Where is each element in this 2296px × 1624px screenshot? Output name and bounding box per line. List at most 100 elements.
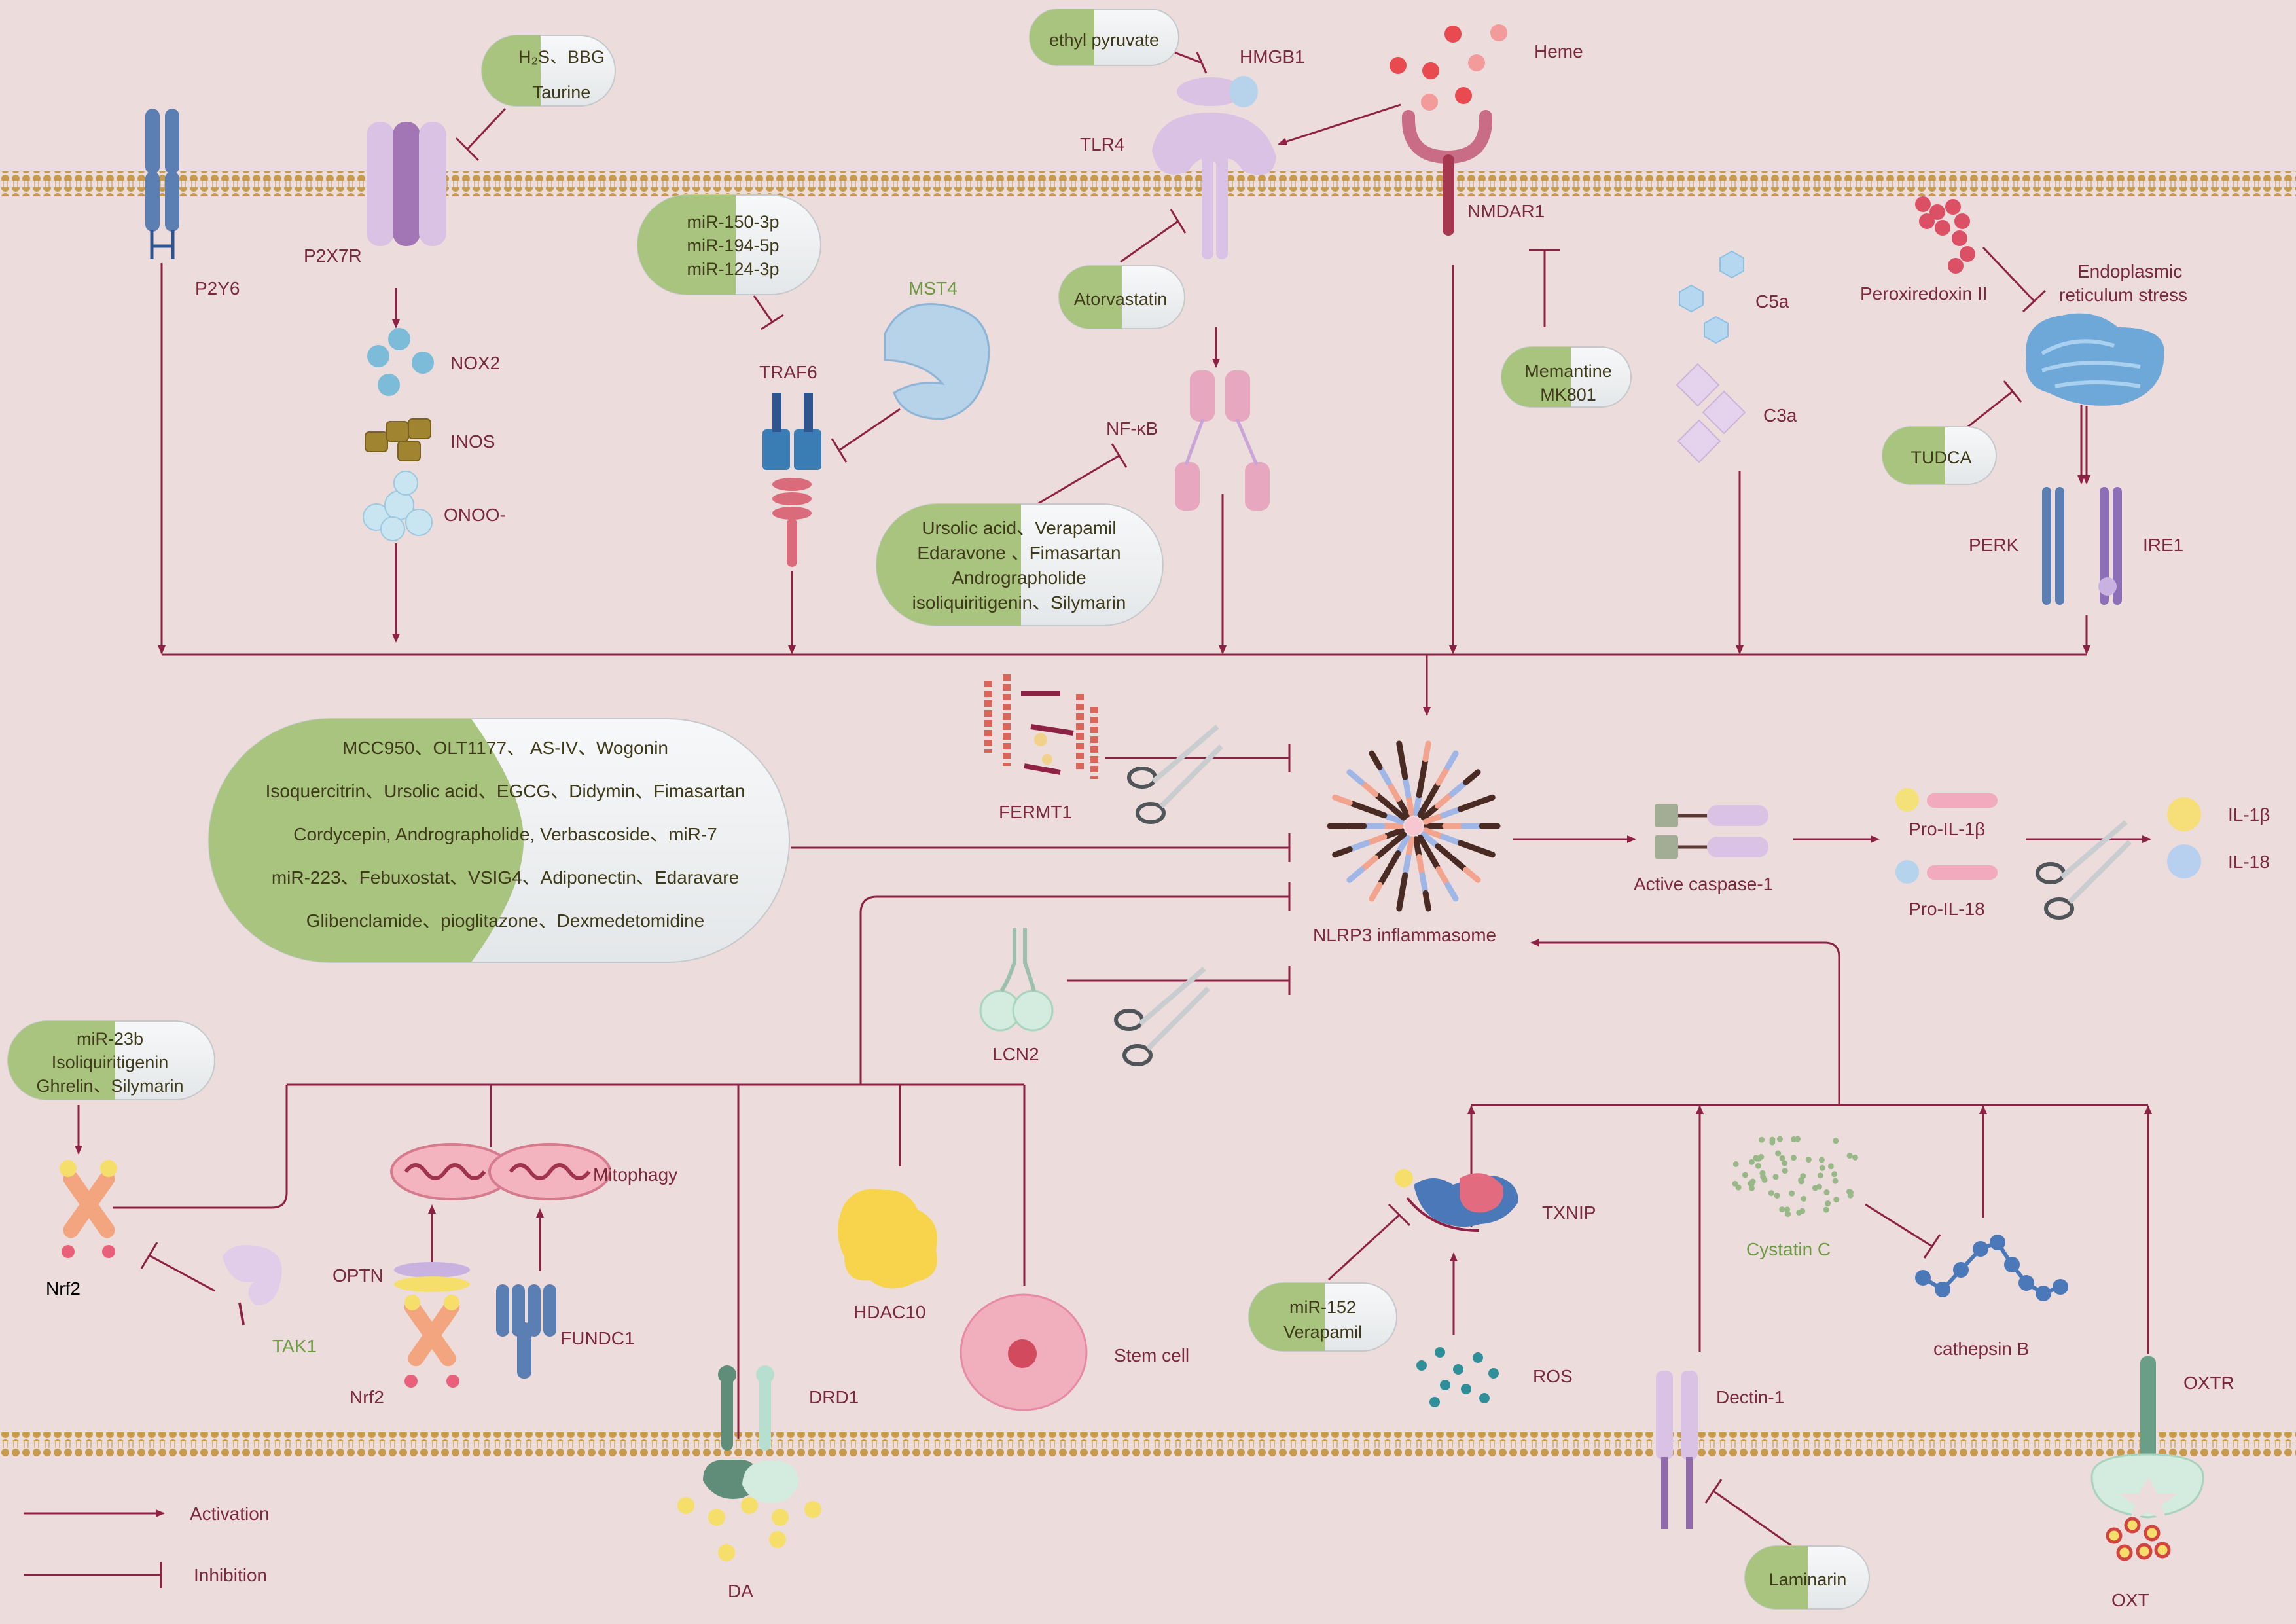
dectin1-glyph <box>1656 1371 1698 1529</box>
heme-molecules <box>1390 24 1507 111</box>
label-drd1: DRD1 <box>809 1387 859 1407</box>
pill-nlrp3-line3: Cordycepin, Andrographolide, Verbascosid… <box>293 824 717 844</box>
label-c3a: C3a <box>1763 405 1797 425</box>
pill-laminarin: Laminarin <box>1744 1545 1870 1610</box>
pill-nlrp3-drugs: MCC950、OLT1177、 AS-IV、Wogonin Isoquercit… <box>208 718 790 963</box>
label-fermt1: FERMT1 <box>999 802 1072 822</box>
nfkb-glyph <box>1175 370 1270 511</box>
pathway-connectors <box>75 103 2152 1439</box>
tak1-glyph <box>223 1245 282 1326</box>
pill-mir152: miR-152 Verapamil <box>1248 1282 1397 1352</box>
inos-molecules <box>365 418 431 461</box>
label-heme: Heme <box>1534 41 1583 62</box>
fundc1-glyph <box>496 1284 556 1379</box>
pill-nfkb-line2: Edaravone 、Fimasartan <box>917 543 1121 563</box>
nmdar1-glyph <box>1401 110 1493 236</box>
nrf2-left-glyph <box>60 1160 117 1258</box>
label-hmgb1: HMGB1 <box>1240 46 1305 67</box>
pill-nlrp3-line2: Isoquercitrin、Ursolic acid、EGCG、Didymin、… <box>266 781 745 801</box>
lcn2-glyph <box>979 928 1054 1032</box>
pill-h2s-line1: H₂S、BBG <box>518 47 605 67</box>
top-membrane <box>0 171 2296 196</box>
label-traf6: TRAF6 <box>759 362 817 382</box>
legend: Activation Inhibition <box>24 1504 269 1588</box>
label-oxtr: OXTR <box>2183 1373 2234 1393</box>
label-nmdar1: NMDAR1 <box>1467 201 1545 221</box>
label-il1b: IL-1β <box>2228 804 2270 825</box>
pill-nlrp3-line1: MCC950、OLT1177、 AS-IV、Wogonin <box>342 738 668 758</box>
optn-nrf2-glyph <box>394 1262 470 1388</box>
oxt-molecules <box>2106 1517 2171 1561</box>
pill-nrf2-line2: Isoliquiritigenin <box>52 1053 169 1072</box>
legend-inhibition-label: Inhibition <box>194 1565 267 1585</box>
active-caspase-glyph <box>1655 804 1768 859</box>
label-dectin1: Dectin-1 <box>1716 1387 1784 1407</box>
label-oxt: OXT <box>2111 1590 2149 1610</box>
label-ire1: IRE1 <box>2143 535 2183 555</box>
pill-ethyl-pyruvate-text: ethyl pyruvate <box>1049 30 1159 50</box>
label-mitophagy: Mitophagy <box>593 1164 677 1185</box>
pill-h2s-bbg: H₂S、BBG Taurine <box>481 35 616 107</box>
mst4-glyph <box>884 303 990 420</box>
label-pro-il1b: Pro-IL-1β <box>1909 819 1985 839</box>
label-il18: IL-18 <box>2228 852 2270 872</box>
pill-nlrp3-line5: Glibenclamide、pioglitazone、Dexmedetomidi… <box>306 911 705 931</box>
pill-ethyl-pyruvate: ethyl pyruvate <box>1029 9 1179 66</box>
label-peroxiredoxin: Peroxiredoxin II <box>1860 283 1988 304</box>
label-er-stress-1: Endoplasmic <box>2077 261 2182 281</box>
pill-mirna-line2: miR-194-5p <box>687 236 779 255</box>
pill-memantine: Memantine MK801 <box>1501 346 1632 408</box>
da-molecules <box>677 1497 821 1561</box>
onoo-molecules <box>363 471 433 541</box>
label-lcn2: LCN2 <box>992 1044 1039 1064</box>
label-fundc1: FUNDC1 <box>560 1328 635 1348</box>
stem-cell-glyph <box>960 1293 1088 1411</box>
label-tlr4: TLR4 <box>1080 134 1124 154</box>
pill-nfkb-line4: isoliquiritigenin、Silymarin <box>912 592 1126 613</box>
bottom-membrane <box>0 1432 2296 1457</box>
label-ros: ROS <box>1533 1366 1573 1386</box>
label-p2x7r: P2X7R <box>304 245 362 266</box>
pill-tudca-text: TUDCA <box>1911 448 1972 467</box>
pill-atorvastatin: Atorvastatin <box>1058 265 1185 329</box>
pill-nfkb-drugs: Ursolic acid、Verapamil Edaravone 、Fimasa… <box>876 503 1164 626</box>
pill-mir152-line1: miR-152 <box>1289 1297 1356 1317</box>
label-nlrp3: NLRP3 inflammasome <box>1313 925 1496 945</box>
label-onoo: ONOO- <box>444 505 506 525</box>
label-txnip: TXNIP <box>1542 1202 1596 1223</box>
pill-nrf2-drugs: miR-23b Isoliquiritigenin Ghrelin、Silyma… <box>7 1020 215 1100</box>
label-cathepsin-b: cathepsin B <box>1933 1339 2029 1359</box>
pill-mir152-line2: Verapamil <box>1283 1322 1362 1342</box>
tlr4-hmgb1-glyph <box>1152 76 1276 259</box>
legend-activation-label: Activation <box>190 1504 269 1524</box>
scissors-icons <box>1114 724 2132 1066</box>
pill-nrf2-line1: miR-23b <box>77 1029 143 1049</box>
label-inos: INOS <box>450 431 495 452</box>
label-active-caspase: Active caspase-1 <box>1634 874 1773 894</box>
pro-il-glyphs <box>1895 788 1998 884</box>
label-perk: PERK <box>1969 535 2019 555</box>
pill-laminarin-text: Laminarin <box>1769 1570 1847 1589</box>
label-stem-cell: Stem cell <box>1114 1345 1189 1365</box>
pill-atorvastatin-text: Atorvastatin <box>1074 289 1168 309</box>
label-da: DA <box>728 1581 753 1601</box>
ros-molecules <box>1416 1347 1499 1407</box>
pill-memantine-line1: Memantine <box>1524 361 1612 381</box>
label-pro-il18: Pro-IL-18 <box>1909 899 1985 919</box>
drd1-glyph <box>703 1365 798 1503</box>
traf6-glyph <box>762 393 821 567</box>
label-cystatin-c: Cystatin C <box>1746 1239 1831 1259</box>
pill-mirna-traf6: miR-150-3p miR-194-5p miR-124-3p <box>637 194 821 295</box>
cystatin-c-molecules <box>1732 1136 1858 1218</box>
label-nrf2-mid: Nrf2 <box>350 1387 384 1407</box>
p2x7r-channel-glyph <box>367 122 446 246</box>
nox2-molecules <box>367 328 434 396</box>
pill-nrf2-line3: Ghrelin、Silymarin <box>36 1076 183 1096</box>
mitochondrion-glyph <box>390 1143 611 1200</box>
peroxiredoxin-molecules <box>1915 196 1975 274</box>
label-nrf2-left: Nrf2 <box>46 1278 81 1299</box>
label-c5a: C5a <box>1755 291 1789 312</box>
perk-ire1-glyph <box>2042 487 2122 605</box>
pill-tudca: TUDCA <box>1882 426 1997 485</box>
